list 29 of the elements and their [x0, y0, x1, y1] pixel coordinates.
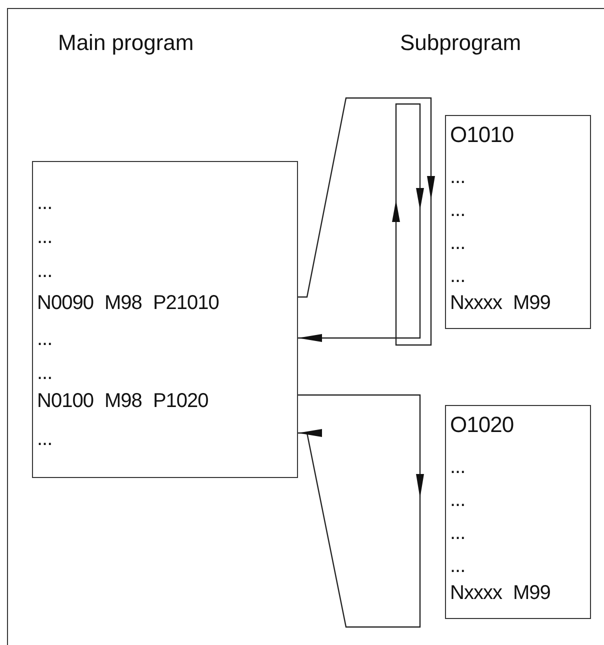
arrow	[298, 97, 435, 298]
code-line: ...	[37, 428, 52, 450]
code-line: ...	[450, 522, 466, 544]
code-line: ...	[450, 489, 466, 511]
code-line: N0090 M98 P21010	[37, 292, 219, 314]
code-line: ...	[37, 226, 52, 248]
code-line: O1020	[450, 414, 514, 436]
code-line: ...	[450, 199, 466, 221]
code-line: ...	[37, 192, 52, 214]
program-box	[445, 405, 591, 619]
arrow	[298, 320, 421, 342]
code-line: ...	[450, 166, 466, 188]
code-line: Nxxxx M99	[450, 292, 550, 314]
arrow	[298, 394, 424, 498]
code-line: ...	[450, 232, 466, 254]
code-line: ...	[450, 456, 466, 478]
code-line: Nxxxx M99	[450, 582, 550, 604]
program-box	[445, 115, 591, 329]
code-line: ...	[37, 328, 52, 350]
code-line: ...	[450, 265, 466, 287]
heading-text: Main program	[58, 30, 194, 56]
code-line: ...	[450, 555, 466, 577]
heading-text: Subprogram	[400, 30, 522, 56]
code-line: N0100 M98 P1020	[37, 390, 208, 412]
arrow	[298, 429, 421, 628]
code-line: ...	[37, 260, 52, 282]
program-box	[32, 161, 298, 478]
code-line: ...	[37, 362, 52, 384]
code-line: O1010	[450, 124, 514, 146]
